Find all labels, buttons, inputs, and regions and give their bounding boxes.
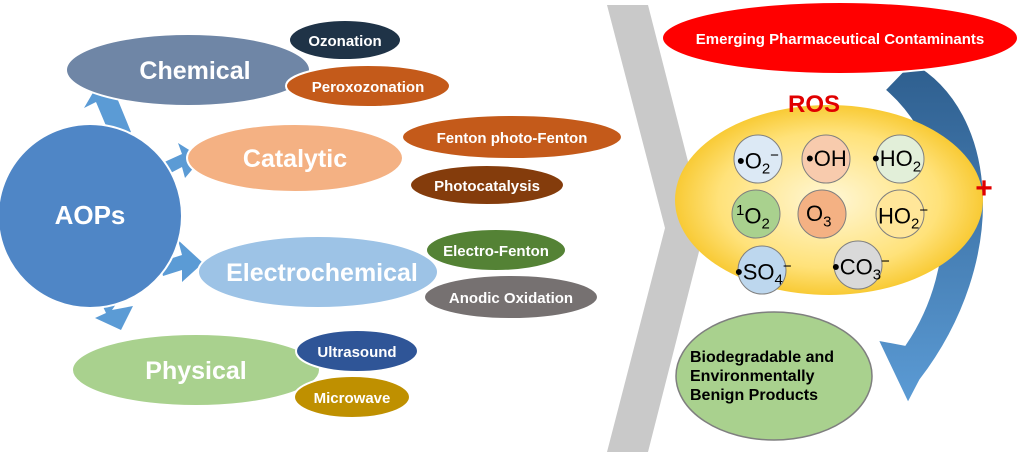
sub-electro-fenton-ellipse (425, 228, 567, 272)
arrow-to-chemical (84, 84, 131, 140)
species-superoxide-pre: • (737, 148, 745, 174)
species-hydroperoxide-sub: 2 (911, 215, 920, 233)
sub-peroxozonation-label: Peroxozonation (312, 79, 425, 96)
category-chemical-label: Chemical (139, 57, 250, 85)
category-electrochemical: Electrochemical (197, 235, 439, 309)
category-catalytic-ellipse (186, 123, 404, 193)
sub-fenton: Fenton photo-Fenton (401, 114, 623, 160)
sub-photocatalysis-label: Photocatalysis (434, 178, 540, 195)
result-node (675, 311, 873, 441)
species-carbonate-radical-sub: 3 (872, 266, 882, 284)
species-superoxide-main: O (744, 148, 762, 174)
species-hydroperoxyl-label: •HO2 (872, 146, 922, 176)
species-sulfate-radical-main: SO (742, 259, 775, 285)
species-singlet-oxygen-main: O (744, 203, 762, 229)
category-electrochemical-label: Electrochemical (226, 259, 418, 287)
category-electrochemical-ellipse (197, 235, 439, 309)
species-singlet-oxygen-circle (731, 189, 781, 239)
species-sulfate-radical-pre: • (735, 259, 743, 285)
species-singlet-oxygen-sub: 2 (761, 215, 770, 233)
species-superoxide-circle (733, 134, 783, 184)
species-hydroxyl-pre: • (806, 146, 814, 171)
species-sulfate-radical-sub: 4 (774, 271, 783, 289)
species-ozone-sub: 3 (823, 213, 832, 231)
result-line-3: Benign Products (690, 387, 819, 404)
aops-circle (0, 123, 183, 309)
sub-microwave-ellipse (293, 375, 411, 419)
species-carbonate-radical-label: •CO3− (832, 254, 890, 283)
category-physical: Physical (71, 333, 321, 407)
category-physical-ellipse (71, 333, 321, 407)
species-hydroxyl-label: •OH (806, 148, 847, 170)
category-catalytic-label: Catalytic (243, 145, 347, 173)
species-superoxide-sub: 2 (761, 160, 771, 178)
sub-anodic-oxidation: Anodic Oxidation (423, 274, 599, 320)
result-ellipse (675, 311, 873, 441)
species-ozone-circle (797, 189, 847, 239)
sub-peroxozonation-ellipse (285, 64, 451, 108)
species-hydroperoxyl-circle (875, 134, 925, 184)
species-sulfate-radical-circle (737, 245, 787, 295)
species-hydroperoxide-main: HO (878, 203, 911, 229)
species-carbonate-radical-pre: • (832, 254, 840, 280)
contaminants-ellipse (661, 1, 1019, 75)
sub-electro-fenton: Electro-Fenton (425, 228, 567, 272)
aops-label: AOPs (55, 200, 126, 230)
species-sulfate-radical-label: •SO4− (735, 259, 792, 288)
category-chemical: Chemical (65, 33, 311, 107)
sub-anodic-oxidation-label: Anodic Oxidation (449, 290, 573, 307)
sub-photocatalysis: Photocatalysis (409, 164, 565, 206)
ros-title: ROS (788, 91, 840, 118)
result-line-2: Environmentally (690, 368, 815, 385)
species-carbonate-radical-circle (833, 240, 883, 290)
species-singlet-oxygen-pre: 1 (736, 202, 745, 219)
arrow-to-electrochemical (160, 240, 203, 282)
species-singlet-oxygen-label: 1O2 (736, 203, 770, 232)
species-hydroperoxyl-main: HO (879, 146, 913, 171)
ros-plus-sign: + (975, 172, 993, 205)
contaminants-label: Emerging Pharmaceutical Contaminants (696, 31, 984, 48)
species-carbonate-radical-main: CO (839, 254, 873, 280)
sub-ultrasound-ellipse (295, 329, 419, 373)
sub-ultrasound-label: Ultrasound (317, 344, 396, 361)
sub-microwave: Microwave (293, 375, 411, 419)
species-hydroperoxyl-sub: 2 (912, 158, 922, 176)
species-ozone-label: O3 (806, 201, 832, 231)
result-line-1: Biodegradable and (690, 349, 835, 366)
aops-node: AOPs (0, 123, 183, 309)
sub-anodic-oxidation-ellipse (423, 274, 599, 320)
ros-species-circles (731, 134, 925, 295)
species-hydroperoxide-circle (875, 189, 925, 239)
species-hydroxyl-main: OH (813, 146, 847, 171)
species-hydroperoxide-sup: − (919, 202, 929, 219)
sub-fenton-ellipse (401, 114, 623, 160)
category-chemical-ellipse (65, 33, 311, 107)
category-physical-label: Physical (145, 357, 246, 385)
sub-photocatalysis-ellipse (409, 164, 565, 206)
sub-ozonation: Ozonation (288, 19, 402, 61)
contaminants-node: Emerging Pharmaceutical Contaminants (661, 1, 1019, 75)
species-ozone-main: O (806, 201, 824, 226)
species-hydroperoxide-label: HO2− (878, 203, 928, 232)
sub-ultrasound: Ultrasound (295, 329, 419, 373)
species-hydroxyl-circle (801, 134, 851, 184)
category-catalytic: Catalytic (186, 123, 404, 193)
sub-ozonation-label: Ozonation (308, 33, 381, 50)
species-superoxide-label: •O2− (737, 148, 779, 177)
sub-microwave-label: Microwave (314, 390, 391, 407)
species-hydroperoxyl-pre: • (872, 146, 880, 171)
species-superoxide-sup: − (770, 147, 779, 164)
sub-peroxozonation: Peroxozonation (285, 64, 451, 108)
species-sulfate-radical-sup: − (782, 258, 792, 275)
sub-electro-fenton-label: Electro-Fenton (443, 243, 549, 260)
sub-fenton-label: Fenton photo-Fenton (437, 130, 588, 147)
species-carbonate-radical-sup: − (881, 253, 890, 270)
sub-ozonation-ellipse (288, 19, 402, 61)
result-label: Biodegradable and Environmentally Benign… (690, 348, 870, 405)
